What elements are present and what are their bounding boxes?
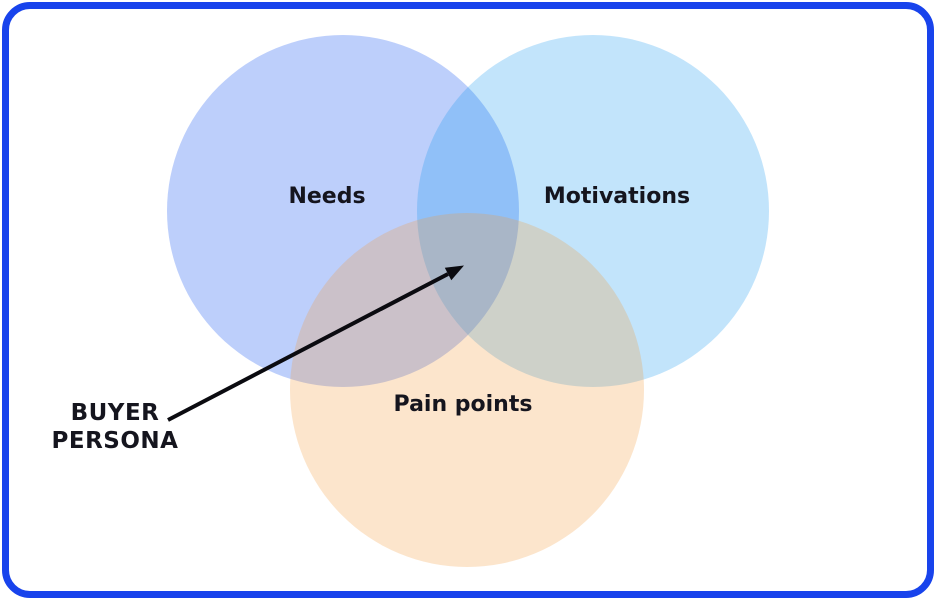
- buyer-persona-label: BUYER PERSONA: [51, 400, 179, 454]
- needs-label: Needs: [288, 184, 366, 209]
- motivations-label: Motivations: [543, 184, 691, 209]
- pain-points-label: Pain points: [393, 392, 533, 417]
- motivations-circle: [417, 35, 769, 387]
- pain-points-circle: [290, 213, 644, 567]
